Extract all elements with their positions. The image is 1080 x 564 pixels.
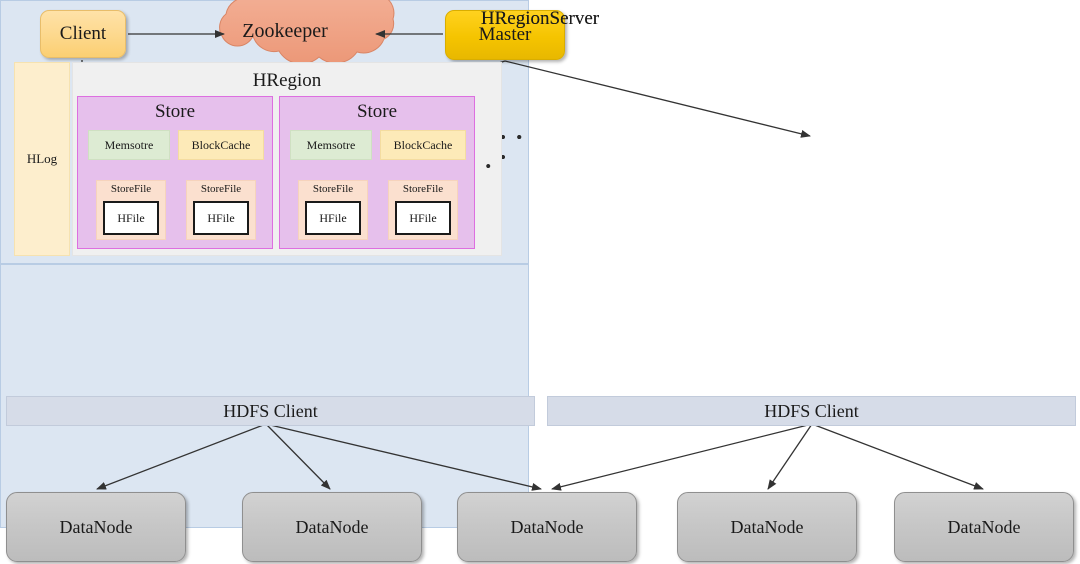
- hfile-2-1-1-label: HFile: [117, 210, 145, 225]
- datanode-3-label: DataNode: [510, 516, 584, 537]
- hfile-2-1-1[interactable]: HFile: [103, 201, 159, 235]
- hlog-2-label: HLog: [26, 151, 58, 166]
- hdfs-client-2[interactable]: HDFS Client: [547, 396, 1076, 426]
- store-2-2-title: Store: [356, 101, 398, 122]
- master-node[interactable]: Master: [445, 10, 565, 60]
- datanode-5[interactable]: DataNode: [894, 492, 1074, 562]
- blockcache-2-2[interactable]: BlockCache: [380, 130, 466, 160]
- hfile-2-2-1[interactable]: HFile: [305, 201, 361, 235]
- storefile-2-1-1-label: StoreFile: [110, 183, 152, 195]
- zookeeper-node[interactable]: Zookeeper: [205, 14, 365, 48]
- datanode-5-label: DataNode: [947, 516, 1021, 537]
- datanode-1-label: DataNode: [59, 516, 133, 537]
- memstore-2-1[interactable]: Memsotre: [88, 130, 170, 160]
- memstore-2-2[interactable]: Memsotre: [290, 130, 372, 160]
- storefile-2-2-2[interactable]: StoreFile HFile: [388, 180, 458, 240]
- store-2-1-title: Store: [154, 101, 196, 122]
- storefile-2-1-1[interactable]: StoreFile HFile: [96, 180, 166, 240]
- hregion-2-title: HRegion: [252, 70, 322, 91]
- hdfs-client-1[interactable]: HDFS Client: [6, 396, 535, 426]
- regionserver-2-ellipsis: • • •: [500, 128, 526, 167]
- datanode-1[interactable]: DataNode: [6, 492, 186, 562]
- arrow-hdfsclient-2-to-datanode-3: [551, 423, 813, 491]
- arrow-master-to-regionserver-2: [504, 60, 811, 138]
- hfile-2-2-2-label: HFile: [409, 210, 437, 225]
- storefile-2-2-2-label: StoreFile: [402, 183, 444, 195]
- arrow-hdfsclient-2-to-datanode-4: [767, 423, 813, 490]
- hdfs-client-1-label: HDFS Client: [223, 400, 318, 421]
- hfile-2-1-2-label: HFile: [207, 210, 235, 225]
- store-2-1[interactable]: Store Memsotre BlockCache StoreFile HFil…: [77, 96, 273, 249]
- regionserver-2-title: HRegionServer: [480, 8, 600, 29]
- blockcache-2-1[interactable]: BlockCache: [178, 130, 264, 160]
- hfile-2-1-2[interactable]: HFile: [193, 201, 249, 235]
- storefile-2-2-1[interactable]: StoreFile HFile: [298, 180, 368, 240]
- datanode-3[interactable]: DataNode: [457, 492, 637, 562]
- master-label: Master: [478, 24, 532, 45]
- blockcache-2-1-label: BlockCache: [191, 137, 251, 152]
- hfile-2-2-1-label: HFile: [319, 210, 347, 225]
- arrow-hdfsclient-2-to-datanode-5: [811, 423, 984, 490]
- datanode-2-label: DataNode: [295, 516, 369, 537]
- arrow-hdfsclient-1-to-datanode-3: [265, 423, 542, 491]
- regionserver-1-title: HRegionServer: [480, 8, 600, 29]
- store-2-2[interactable]: Store Memsotre BlockCache StoreFile HFil…: [279, 96, 475, 249]
- arrow-hdfsclient-1-to-datanode-1: [96, 423, 267, 490]
- blockcache-2-2-label: BlockCache: [393, 137, 453, 152]
- hdfs-client-2-label: HDFS Client: [764, 400, 859, 421]
- memstore-2-2-label: Memsotre: [306, 137, 356, 152]
- zookeeper-cloud-shape: [219, 0, 395, 65]
- datanode-2[interactable]: DataNode: [242, 492, 422, 562]
- hregion-2[interactable]: HRegion • • • Store Memsotre BlockCache …: [72, 62, 502, 256]
- hlog-2[interactable]: HLog: [14, 62, 70, 256]
- datanode-4[interactable]: DataNode: [677, 492, 857, 562]
- zookeeper-label: Zookeeper: [242, 19, 328, 42]
- client-label: Client: [59, 23, 107, 44]
- hfile-2-2-2[interactable]: HFile: [395, 201, 451, 235]
- storefile-2-1-2-label: StoreFile: [200, 183, 242, 195]
- memstore-2-1-label: Memsotre: [104, 137, 154, 152]
- storefile-2-2-1-label: StoreFile: [312, 183, 354, 195]
- arrow-hdfsclient-1-to-datanode-2: [265, 423, 331, 490]
- datanode-4-label: DataNode: [730, 516, 804, 537]
- client-node[interactable]: Client: [40, 10, 126, 58]
- storefile-2-1-2[interactable]: StoreFile HFile: [186, 180, 256, 240]
